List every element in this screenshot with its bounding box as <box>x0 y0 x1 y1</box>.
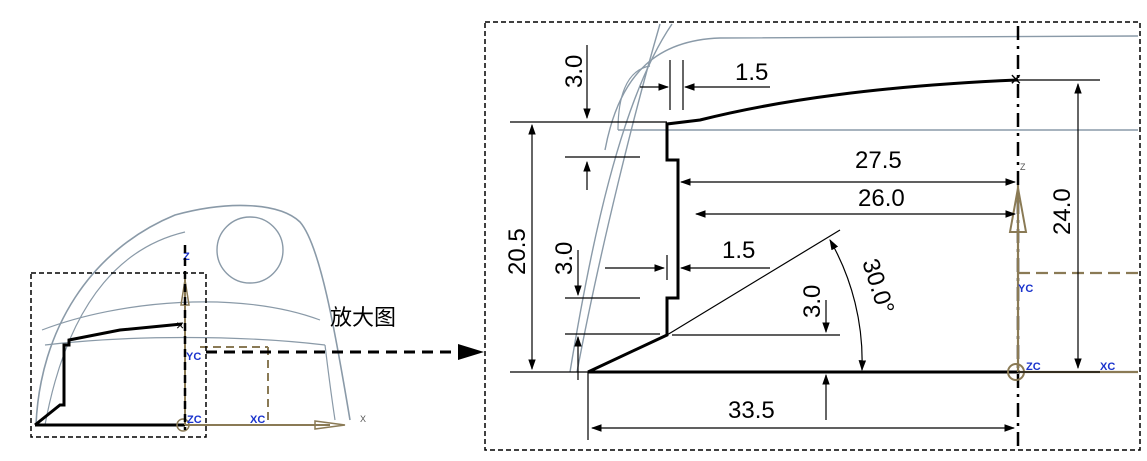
small-zc-label: ZC <box>187 414 202 426</box>
dim-height-right-value: 24.0 <box>1049 188 1076 235</box>
enlarged-drawing: × Z YC ZC XC <box>484 21 1141 451</box>
overview-drawing: × Z YC ZC XC X <box>30 204 366 438</box>
svg-text:×: × <box>176 317 184 333</box>
part-hole <box>216 216 284 284</box>
part-rim <box>41 301 321 331</box>
dim-length-short: 26.0 <box>694 185 1017 218</box>
profile-curve <box>34 322 183 427</box>
dim-top-gap: 3.0 <box>561 45 591 190</box>
enlarged-outline-curve-2 <box>576 23 661 373</box>
dim-length-short-value: 26.0 <box>858 185 905 212</box>
dim-mid-gap-value: 3.0 <box>551 242 578 275</box>
enlarged-outline-curve-3 <box>604 35 1139 151</box>
zoom-callout: 放大图 <box>206 306 484 360</box>
dim-height-right: 24.0 <box>1049 82 1082 370</box>
small-z-label: Z <box>183 251 190 263</box>
dim-angle: 30.0° <box>829 239 899 372</box>
enlarged-frame <box>484 21 1141 451</box>
big-z-label: Z <box>1020 162 1026 172</box>
small-xc-label: XC <box>250 414 265 426</box>
dim-angle-value: 30.0° <box>856 256 899 318</box>
dim-mid-gap: 3.0 <box>551 242 582 380</box>
small-yc-label: YC <box>186 351 201 363</box>
svg-text:×: × <box>1010 69 1022 91</box>
small-x-label: X <box>360 414 366 424</box>
dim-base-length-value: 33.5 <box>728 397 775 424</box>
dim-length-long: 27.5 <box>679 147 1017 186</box>
dim-mid-step: 1.5 <box>605 237 770 280</box>
extension-lines <box>510 60 1100 440</box>
dim-chamfer-height-value: 3.0 <box>799 285 826 318</box>
dim-chamfer-height: 3.0 <box>799 285 830 420</box>
dim-top-step: 1.5 <box>640 59 770 91</box>
dim-top-gap-value: 3.0 <box>561 55 588 88</box>
big-xc-label: XC <box>1100 361 1115 373</box>
dim-top-step-value: 1.5 <box>735 59 768 86</box>
dim-height-total: 20.5 <box>504 123 536 371</box>
big-yc-label: YC <box>1018 283 1033 295</box>
zoom-callout-label: 放大图 <box>330 306 396 331</box>
dim-base-length: 33.5 <box>590 397 1016 432</box>
enlarged-outline-curve-1 <box>569 23 673 373</box>
big-zc-label: ZC <box>1026 361 1041 373</box>
dim-length-long-value: 27.5 <box>855 147 902 174</box>
part-outline <box>35 204 351 426</box>
enlarged-profile <box>587 78 1019 374</box>
dim-height-total-value: 20.5 <box>504 228 531 275</box>
dim-mid-step-value: 1.5 <box>722 237 755 264</box>
zoom-region-box <box>30 272 207 438</box>
part-inner-outline <box>44 231 186 426</box>
